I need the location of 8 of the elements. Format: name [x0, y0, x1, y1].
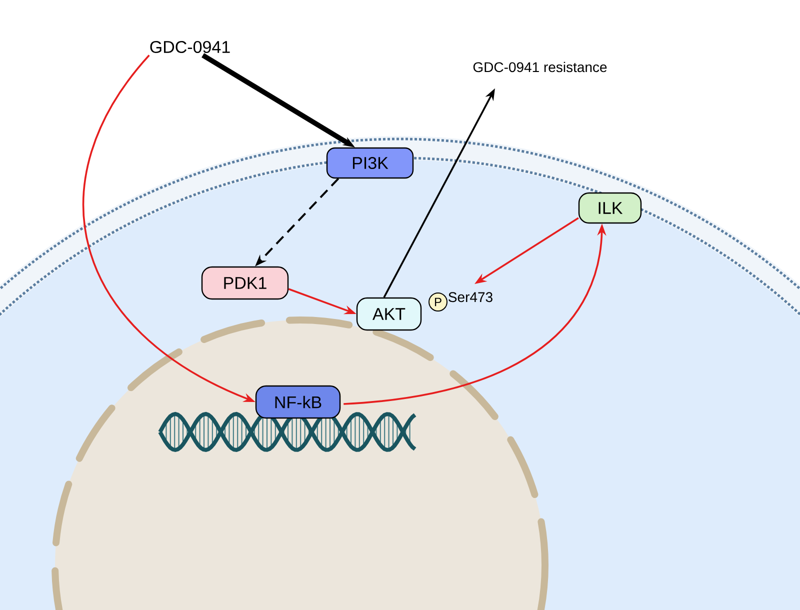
protein-box: AKT [356, 297, 422, 331]
protein-box: ILK [578, 192, 642, 224]
protein-box: PDK1 [201, 266, 289, 300]
protein-box: PI3K [326, 147, 414, 179]
drug-label: GDC-0941 [150, 40, 230, 54]
outcome-label: GDC-0941 resistance [473, 62, 607, 72]
site-label: Ser473 [448, 292, 492, 302]
protein-box: NF-kB [255, 385, 341, 419]
